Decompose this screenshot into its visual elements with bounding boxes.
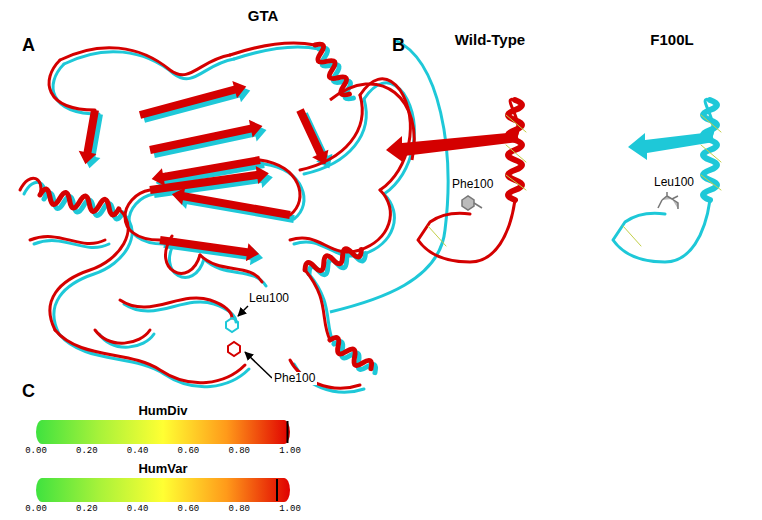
- mutant-segment: [613, 99, 721, 262]
- axis-tick: 0.60: [178, 447, 200, 457]
- axis-tick: 0.40: [127, 447, 149, 457]
- panel-letter: C: [22, 382, 35, 402]
- bar-title: HumVar: [138, 462, 187, 476]
- protein-overlay: [20, 40, 448, 392]
- residue-label: Leu100: [654, 176, 694, 189]
- panel-letter: B: [392, 36, 405, 56]
- residue-sticks: [226, 318, 240, 356]
- axis-tick: 0.60: [178, 505, 200, 515]
- axis-tick: 0.00: [25, 505, 47, 515]
- residue-label: Phe100: [452, 178, 493, 191]
- score-bars: [36, 420, 290, 502]
- mutant-loop: [330, 40, 448, 312]
- score-marker: [276, 479, 278, 501]
- residue-sticks: [462, 192, 678, 210]
- leader-arrow: [238, 306, 248, 316]
- bar-title: HumDiv: [138, 404, 187, 418]
- humvar-bar: [36, 478, 290, 502]
- local-structure: [386, 99, 721, 262]
- axis-tick: 0.00: [25, 447, 47, 457]
- score-marker: [287, 421, 289, 443]
- axis-tick: 0.80: [228, 505, 250, 515]
- structure-title: F100L: [650, 32, 693, 49]
- residue-label: Leu100: [247, 292, 291, 305]
- residue-label: Phe100: [272, 372, 317, 385]
- beta-strand: [628, 132, 714, 160]
- axis-tick: 0.20: [76, 447, 98, 457]
- leader-arrow: [245, 352, 272, 378]
- wildtype-ribbon: [20, 41, 410, 388]
- axis-tick: 1.00: [279, 447, 301, 457]
- axis-tick: 1.00: [279, 505, 301, 515]
- structure-title: Wild-Type: [455, 32, 525, 49]
- beta-strand: [386, 132, 519, 163]
- axis-tick: 0.20: [76, 505, 98, 515]
- wildtype-segment: [418, 99, 526, 262]
- panel-title: GTA: [248, 8, 279, 25]
- axis-tick: 0.40: [127, 505, 149, 515]
- humdiv-bar: [36, 420, 290, 444]
- axis-tick: 0.80: [228, 447, 250, 457]
- panel-letter: A: [22, 36, 35, 56]
